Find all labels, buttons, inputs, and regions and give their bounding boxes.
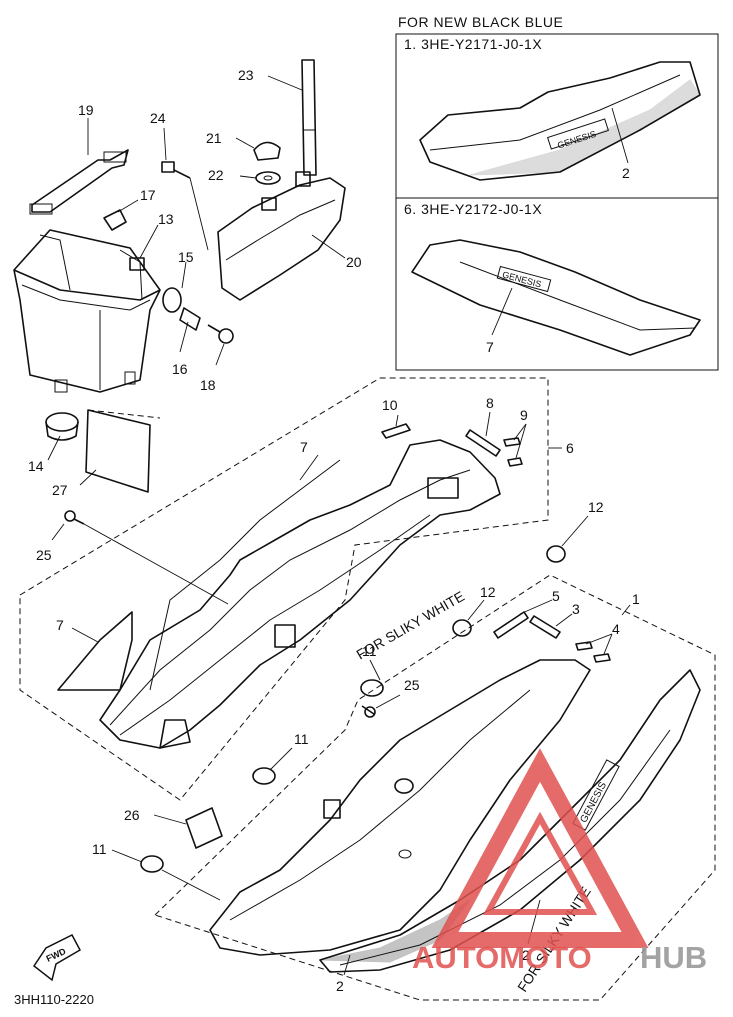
grommet-11-middle [252, 747, 293, 785]
callout-7-left: 7 [56, 617, 64, 633]
watermark-text-red: AUTOMOTO [412, 940, 592, 975]
callout-13: 13 [158, 211, 174, 227]
variant-header: FOR NEW BLACK BLUE [398, 14, 563, 30]
callout-11-upper: 11 [362, 643, 377, 659]
callout-22: 22 [208, 167, 224, 183]
fastener-9 [503, 423, 527, 467]
callout-20: 20 [346, 254, 362, 270]
battery-box [13, 229, 161, 393]
callout-11-middle: 11 [294, 731, 309, 747]
callout-27: 27 [52, 482, 68, 498]
clip-13 [129, 224, 159, 271]
callout-5: 5 [552, 588, 560, 604]
callout-7-variant2: 7 [486, 339, 494, 355]
clip-17 [103, 199, 139, 231]
plate-27 [79, 409, 161, 493]
callout-14: 14 [28, 458, 44, 474]
bolt-3 [529, 613, 573, 639]
assembly-1-outline [154, 574, 716, 1001]
screw-25-lower [361, 694, 401, 718]
pin-8 [465, 411, 501, 457]
pin-10 [381, 414, 411, 439]
grommet-12-lower [452, 599, 485, 637]
callout-10: 10 [382, 397, 398, 413]
fwd-arrow-icon: FWD [32, 934, 82, 982]
bolt-18 [207, 324, 234, 366]
screw-25-upper [51, 510, 229, 605]
callout-18: 18 [200, 377, 216, 393]
pipe-23 [267, 59, 317, 176]
callout-24: 24 [150, 110, 166, 126]
watermark-text-gray: HUB [640, 940, 707, 975]
callout-26: 26 [124, 807, 140, 823]
variant2-side-cover: GENESIS [411, 239, 701, 356]
callout-16: 16 [172, 361, 188, 377]
grommet-15 [162, 261, 187, 313]
reservoir-tank-20 [217, 171, 346, 301]
callout-21: 21 [206, 130, 222, 146]
callout-7-inner: 7 [300, 439, 308, 455]
pad-26 [153, 807, 223, 849]
callout-6: 6 [566, 440, 574, 456]
callout-11-lower: 11 [92, 841, 107, 857]
callout-19: 19 [78, 102, 94, 118]
callout-2-right: 2 [522, 947, 530, 963]
callout-1: 1 [632, 591, 640, 607]
variant-panel [395, 33, 719, 371]
damper-14 [45, 412, 79, 461]
callout-9: 9 [520, 407, 528, 423]
callout-23: 23 [238, 67, 254, 83]
callout-15: 15 [178, 249, 194, 265]
watermark-logo [431, 748, 649, 948]
callout-4: 4 [612, 621, 620, 637]
washer-22 [239, 171, 281, 185]
collar-16 [179, 307, 201, 353]
callout-8: 8 [486, 395, 494, 411]
callout-12-upper: 12 [588, 499, 604, 515]
callout-17: 17 [140, 187, 156, 203]
callout-3: 3 [572, 601, 580, 617]
cap-21 [235, 137, 281, 161]
callout-2-lower: 2 [336, 978, 344, 994]
variant2-label: 6. 3HE-Y2172-J0-1X [404, 201, 542, 217]
pin-5 [493, 599, 553, 639]
grommet-12-upper [546, 515, 589, 563]
callout-25-lower: 25 [404, 677, 420, 693]
assembly-6-outline [19, 377, 549, 801]
battery-strap [29, 118, 129, 215]
bolt-24 [161, 127, 209, 251]
side-cover-6 [99, 439, 501, 749]
variant1-side-cover: GENESIS [419, 61, 701, 181]
diagram-code: 3HH110-2220 [14, 992, 94, 1007]
fastener-4 [575, 633, 613, 663]
callout-2-variant1: 2 [622, 165, 630, 181]
decal-7-left [57, 611, 133, 691]
callout-25-upper: 25 [36, 547, 52, 563]
callout-12-lower: 12 [480, 584, 496, 600]
variant1-label: 1. 3HE-Y2171-J0-1X [404, 36, 542, 52]
grommet-11-upper [360, 659, 384, 697]
grommet-11-lower [111, 849, 221, 901]
